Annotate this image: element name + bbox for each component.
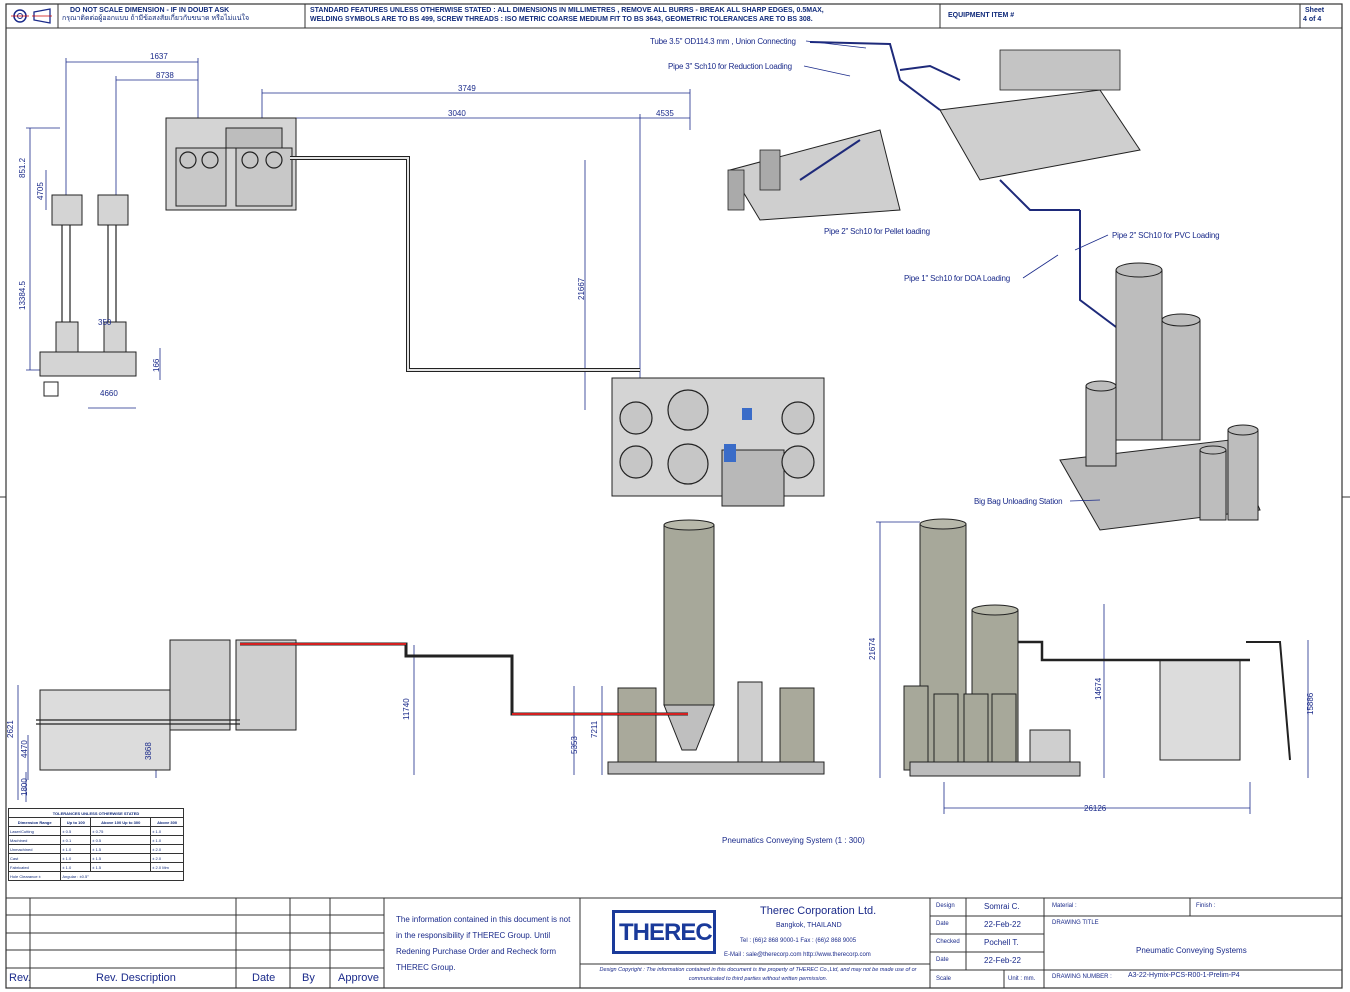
design-value: Somrai C. xyxy=(984,902,1020,911)
elevation-view-right xyxy=(876,518,1309,814)
isometric-view xyxy=(727,41,1261,531)
drawing-number-value: A3-22-Hymix-PCS-R00-1-Prelim-P4 xyxy=(1128,972,1240,979)
label-pipe-pellet: Pipe 2" Sch10 for Pellet loading xyxy=(824,227,930,236)
tol-angular: Angular : ±0.5° xyxy=(60,871,184,881)
label-pipe-pvc: Pipe 2" SCh10 for PVC Loading xyxy=(1112,231,1220,240)
design-copyright: Design Copyright : The information conta… xyxy=(599,967,917,982)
tol-hole: Hole Clearance ± xyxy=(7,871,62,881)
logo-text: THEREC xyxy=(619,919,713,946)
dim-3040: 3040 xyxy=(448,109,466,118)
company-name: Therec Corporation Ltd. xyxy=(760,905,877,917)
label-bigbag: Big Bag Unloading Station xyxy=(974,497,1063,506)
rev-approve-label: Approve xyxy=(338,972,379,984)
responsibility-notice: The information contained in this docume… xyxy=(396,915,571,972)
date-label-2: Date xyxy=(936,957,949,963)
company-email: E-Mail : sale@therecorp.com http://www.t… xyxy=(724,952,871,958)
company-logo: THEREC xyxy=(612,910,716,954)
rev-by-label: By xyxy=(302,972,315,984)
scale-label: Scale xyxy=(936,976,952,982)
finish-label: Finish : xyxy=(1196,903,1216,909)
equipment-item-label: EQUIPMENT ITEM # xyxy=(948,12,1015,19)
view-caption: Pneumatics Conveying System (1 : 300) xyxy=(722,836,865,845)
drawing-number-label: DRAWING NUMBER : xyxy=(1052,974,1112,980)
drawing-title-value: Pneumatic Conveying Systems xyxy=(1136,946,1247,955)
dim-3749: 3749 xyxy=(458,84,476,93)
date-label-1: Date xyxy=(936,921,949,927)
drawing-title-label: DRAWING TITLE xyxy=(1052,920,1099,926)
dim-4535: 4535 xyxy=(656,109,674,118)
material-label: Material : xyxy=(1052,903,1077,909)
checked-value: Pochell T. xyxy=(984,938,1019,947)
label-pipe-doa: Pipe 1" Sch10 for DOA Loading xyxy=(904,274,1011,283)
label-pipe-reduction: Pipe 3" Sch10 for Reduction Loading xyxy=(668,62,792,71)
dim-1637: 1637 xyxy=(150,52,168,61)
dont-scale-note-thai: กรุณาติดต่อผู้ออกแบบ ถ้ามีข้อสงสัยเกี่ยว… xyxy=(62,15,250,22)
rev-description-label: Rev. Description xyxy=(96,972,176,984)
elevation-view-left xyxy=(17,519,825,802)
sheet-label: Sheet xyxy=(1305,7,1325,14)
label-tube: Tube 3.5" OD114.3 mm , Union Connecting xyxy=(650,37,796,46)
company-location: Bangkok, THAILAND xyxy=(776,922,842,929)
dim-350: 350 xyxy=(98,318,112,327)
rev-label: Rev. xyxy=(9,972,31,984)
sheet-value: 4 of 4 xyxy=(1303,16,1322,23)
dim-26126: 26126 xyxy=(1084,804,1107,813)
date-value-2: 22-Feb-22 xyxy=(984,956,1021,965)
dont-scale-note: DO NOT SCALE DIMENSION - IF IN DOUBT ASK xyxy=(70,7,230,14)
tolerance-table: TOLERANCES UNLESS OTHERWISE STATED Dimen… xyxy=(7,808,184,881)
welding-note: WELDING SYMBOLS ARE TO BS 499, SCREW THR… xyxy=(310,16,813,23)
dim-4660: 4660 xyxy=(100,389,118,398)
design-label: Design xyxy=(936,903,955,909)
date-value-1: 22-Feb-22 xyxy=(984,920,1021,929)
standard-features-note: STANDARD FEATURES UNLESS OTHERWISE STATE… xyxy=(310,7,824,14)
checked-label: Checked xyxy=(936,939,960,945)
projection-symbol-icon xyxy=(11,8,52,24)
company-tel: Tel : (66)2 868 9000-1 Fax : (66)2 868 9… xyxy=(740,938,857,944)
rev-date-label: Date xyxy=(252,972,276,984)
dim-8738: 8738 xyxy=(156,71,174,80)
plan-view xyxy=(26,58,825,507)
unit-label: Unit : mm. xyxy=(1008,976,1036,982)
